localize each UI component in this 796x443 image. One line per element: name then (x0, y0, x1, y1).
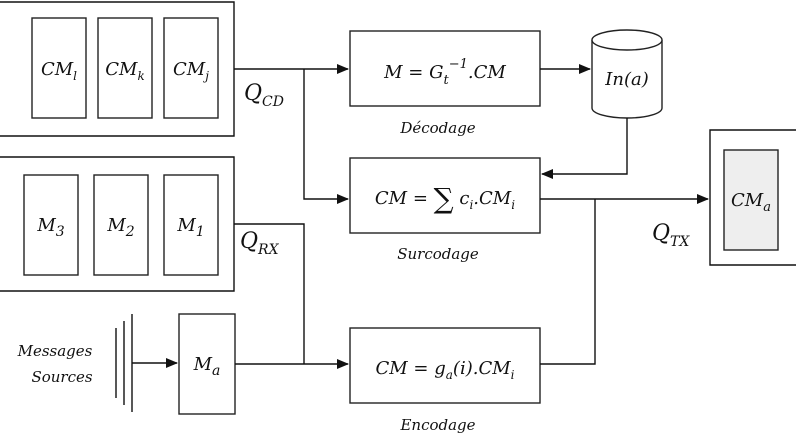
arrow-qcd-to-surcodage (303, 69, 349, 204)
sources-label-line2: Sources (31, 368, 92, 386)
queue-qcd: CMl CMk CMj QCD (0, 1, 284, 137)
cell-m2 (93, 174, 149, 276)
decodage-box (349, 30, 541, 107)
cell-m1 (163, 174, 219, 276)
line-encodage-to-output (540, 199, 596, 365)
encodage-formula: CM = ga(i).CMi (376, 358, 515, 382)
cell-cm-l (31, 17, 87, 119)
decodage-label: Décodage (399, 119, 475, 137)
sources-label-line1: Messages (17, 342, 93, 360)
cell-cm-j-label: CMj (173, 59, 209, 83)
surcodage-box (349, 157, 541, 234)
cell-cm-j (163, 17, 219, 119)
qcd-label: QCD (244, 81, 284, 110)
line-qrx-to-encodage (234, 223, 305, 364)
qrx-label: QRX (240, 229, 280, 258)
database-body (591, 40, 663, 119)
block-surcodage: CM = ∑ ci.CMi Surcodage (349, 157, 541, 263)
queue-qtx-frame (709, 129, 796, 266)
cell-cm-l-label: CMl (41, 59, 77, 83)
surcodage-label: Surcodage (397, 245, 479, 263)
encodage-box (349, 327, 541, 404)
encodage-label: Encodage (399, 416, 475, 434)
database-in-a: In(a) (591, 29, 663, 119)
cell-m3 (23, 174, 79, 276)
queue-qtx: CMa QTX (652, 129, 796, 266)
database-label: In(a) (604, 69, 648, 90)
block-encodage: CM = ga(i).CMi Encodage (349, 327, 541, 434)
qtx-label: QTX (652, 221, 690, 250)
message-sources: Messages Sources Ma (17, 313, 236, 415)
arrow-db-to-surcodage (541, 118, 628, 179)
queue-qrx: M3 M2 M1 QRX (0, 156, 280, 292)
block-decodage: M = Gt−1.CM Décodage (349, 30, 541, 137)
cell-cm-a (723, 149, 779, 251)
cell-cm-k (97, 17, 153, 119)
connectors (234, 64, 709, 369)
database-top (591, 29, 663, 51)
